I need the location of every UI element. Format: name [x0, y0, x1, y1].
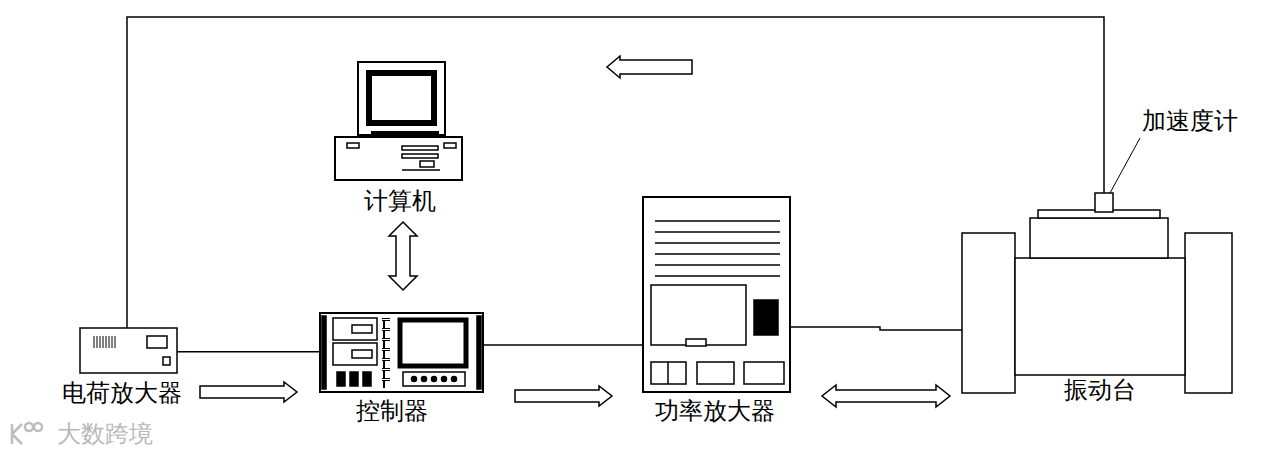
controller-body	[337, 372, 345, 386]
watermark-text: 大数跨境	[57, 421, 153, 447]
signal-connector	[177, 352, 320, 402]
controller-body	[352, 325, 372, 333]
computer-icon	[358, 62, 445, 135]
computer-icon	[335, 137, 462, 180]
signal-connector	[389, 222, 417, 290]
power-amplifier-body	[754, 300, 778, 335]
controller-body	[442, 377, 447, 382]
controller-body	[322, 316, 326, 389]
controller-body	[400, 320, 466, 366]
charge-amplifier-body	[80, 328, 177, 373]
watermark-logo	[34, 423, 42, 431]
device-node: 加速度计	[1095, 193, 1113, 212]
signal-wire	[790, 327, 962, 330]
shaker-body	[1015, 258, 1185, 375]
shaker-body	[962, 193, 1232, 393]
device-node: 功率放大器	[643, 197, 790, 392]
signal-connector	[483, 345, 643, 406]
leader-line	[1110, 138, 1140, 193]
computer-icon	[402, 146, 438, 150]
computer-icon	[347, 143, 359, 148]
device-label: 电荷放大器	[62, 380, 182, 406]
power-amplifier-body	[651, 285, 746, 345]
flow-arrow	[389, 222, 417, 290]
controller-body	[333, 343, 377, 365]
power-amplifier-body	[651, 362, 686, 384]
controller-body	[320, 313, 483, 392]
controller-body	[422, 377, 427, 382]
signal-connector	[790, 327, 962, 407]
power-amplifier-body	[697, 362, 734, 384]
device-label: 计算机	[364, 188, 436, 214]
controller-body	[352, 350, 372, 358]
controller-body	[350, 372, 358, 386]
watermark-logo	[25, 423, 33, 431]
shaker-body	[1095, 193, 1113, 212]
device-node: 控制器	[320, 313, 483, 392]
signal-wire	[177, 351, 320, 353]
charge-amplifier-body	[92, 336, 116, 348]
computer-icon	[369, 73, 434, 123]
controller-body	[412, 377, 417, 382]
flow-arrow	[200, 382, 297, 402]
charge-amplifier-body	[147, 336, 167, 348]
computer-icon	[402, 154, 438, 158]
controller-body	[432, 377, 437, 382]
computer-icon	[402, 169, 440, 171]
computer-icon	[420, 161, 434, 167]
signal-wire	[483, 344, 643, 346]
flow-arrow	[515, 386, 612, 406]
power-amplifier-body	[686, 339, 706, 346]
controller-body	[382, 318, 390, 388]
computer-icon	[335, 62, 462, 180]
power-amplifier-body	[667, 362, 669, 384]
device-node: 电荷放大器	[80, 328, 177, 373]
device-node: 计算机	[335, 60, 465, 182]
flow-arrow	[822, 385, 950, 407]
charge-amplifier-body	[163, 357, 170, 365]
controller-body	[477, 316, 481, 389]
flow-arrow	[607, 56, 692, 78]
charge-amplifier-body	[80, 328, 177, 373]
shaker-body	[1030, 218, 1168, 258]
device-label: 振动台	[1064, 377, 1136, 403]
device-label: 加速度计	[1142, 108, 1238, 134]
power-amplifier-body	[744, 362, 784, 384]
device-label: 功率放大器	[655, 398, 775, 424]
controller-body	[333, 318, 377, 340]
device-label: 控制器	[356, 398, 428, 424]
watermark-logo	[12, 423, 42, 444]
controller-body	[363, 372, 371, 386]
power-amplifier-body	[643, 197, 790, 392]
controller-body	[320, 313, 483, 392]
device-node: 振动台	[962, 210, 1232, 393]
watermark-logo	[12, 424, 22, 444]
shaker-body	[1185, 233, 1232, 393]
power-amplifier-body	[643, 197, 790, 392]
signal-connector	[127, 17, 1104, 328]
power-amplifier-body	[655, 212, 780, 278]
controller-body	[452, 377, 457, 382]
shaker-body	[962, 233, 1015, 393]
computer-icon	[444, 143, 456, 148]
controller-body	[403, 372, 465, 386]
signal-wire	[127, 17, 1104, 328]
